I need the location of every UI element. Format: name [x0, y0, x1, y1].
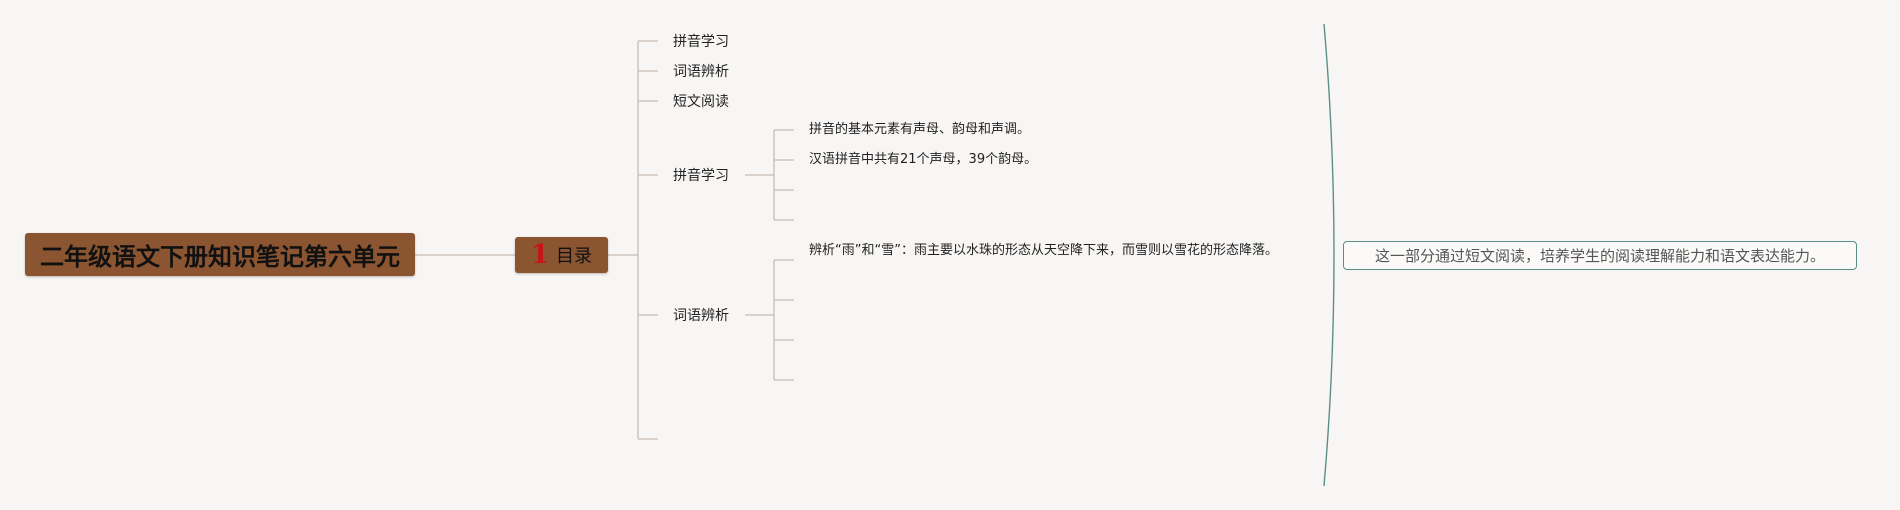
leaf-text: 汉语拼音中共有21个声母，39个韵母。	[809, 152, 1038, 167]
branch-label: 拼音学习	[673, 168, 729, 184]
branch-word-analysis[interactable]: 词语辨析	[673, 61, 729, 81]
summary-box[interactable]: 这一部分通过短文阅读，培养学生的阅读理解能力和语文表达能力。	[1343, 241, 1857, 270]
leaf-text: 辨析“雨”和“雪”：雨主要以水珠的形态从天空降下来，而雪则以雪花的形态降落。	[809, 243, 1278, 258]
summary-brace	[1323, 23, 1335, 487]
hub-topic-catalog[interactable]: 1 目录	[515, 237, 608, 273]
leaf-pinyin-elements[interactable]: 拼音的基本元素有声母、韵母和声调。	[809, 120, 1030, 139]
root-title: 二年级语文下册知识笔记第六单元	[40, 243, 400, 271]
branch-short-reading[interactable]: 短文阅读	[673, 91, 729, 111]
branch-label: 拼音学习	[673, 34, 729, 50]
branch-pinyin-detail[interactable]: 拼音学习	[673, 165, 729, 185]
leaf-rain-snow[interactable]: 辨析“雨”和“雪”：雨主要以水珠的形态从天空降下来，而雪则以雪花的形态降落。	[809, 241, 1294, 260]
hub-label: 目录	[556, 246, 593, 267]
leaf-pinyin-counts[interactable]: 汉语拼音中共有21个声母，39个韵母。	[809, 150, 1037, 169]
leaf-text: 拼音的基本元素有声母、韵母和声调。	[809, 122, 1031, 137]
branch-pinyin[interactable]: 拼音学习	[673, 31, 729, 51]
branch-label: 短文阅读	[673, 94, 729, 110]
branch-label: 词语辨析	[673, 64, 729, 80]
summary-text: 这一部分通过短文阅读，培养学生的阅读理解能力和语文表达能力。	[1374, 247, 1825, 265]
branch-word-analysis-detail[interactable]: 词语辨析	[673, 305, 729, 325]
branch-label: 词语辨析	[673, 308, 729, 324]
root-topic[interactable]: 二年级语文下册知识笔记第六单元	[25, 233, 415, 276]
number-one-icon: 1	[530, 240, 550, 270]
